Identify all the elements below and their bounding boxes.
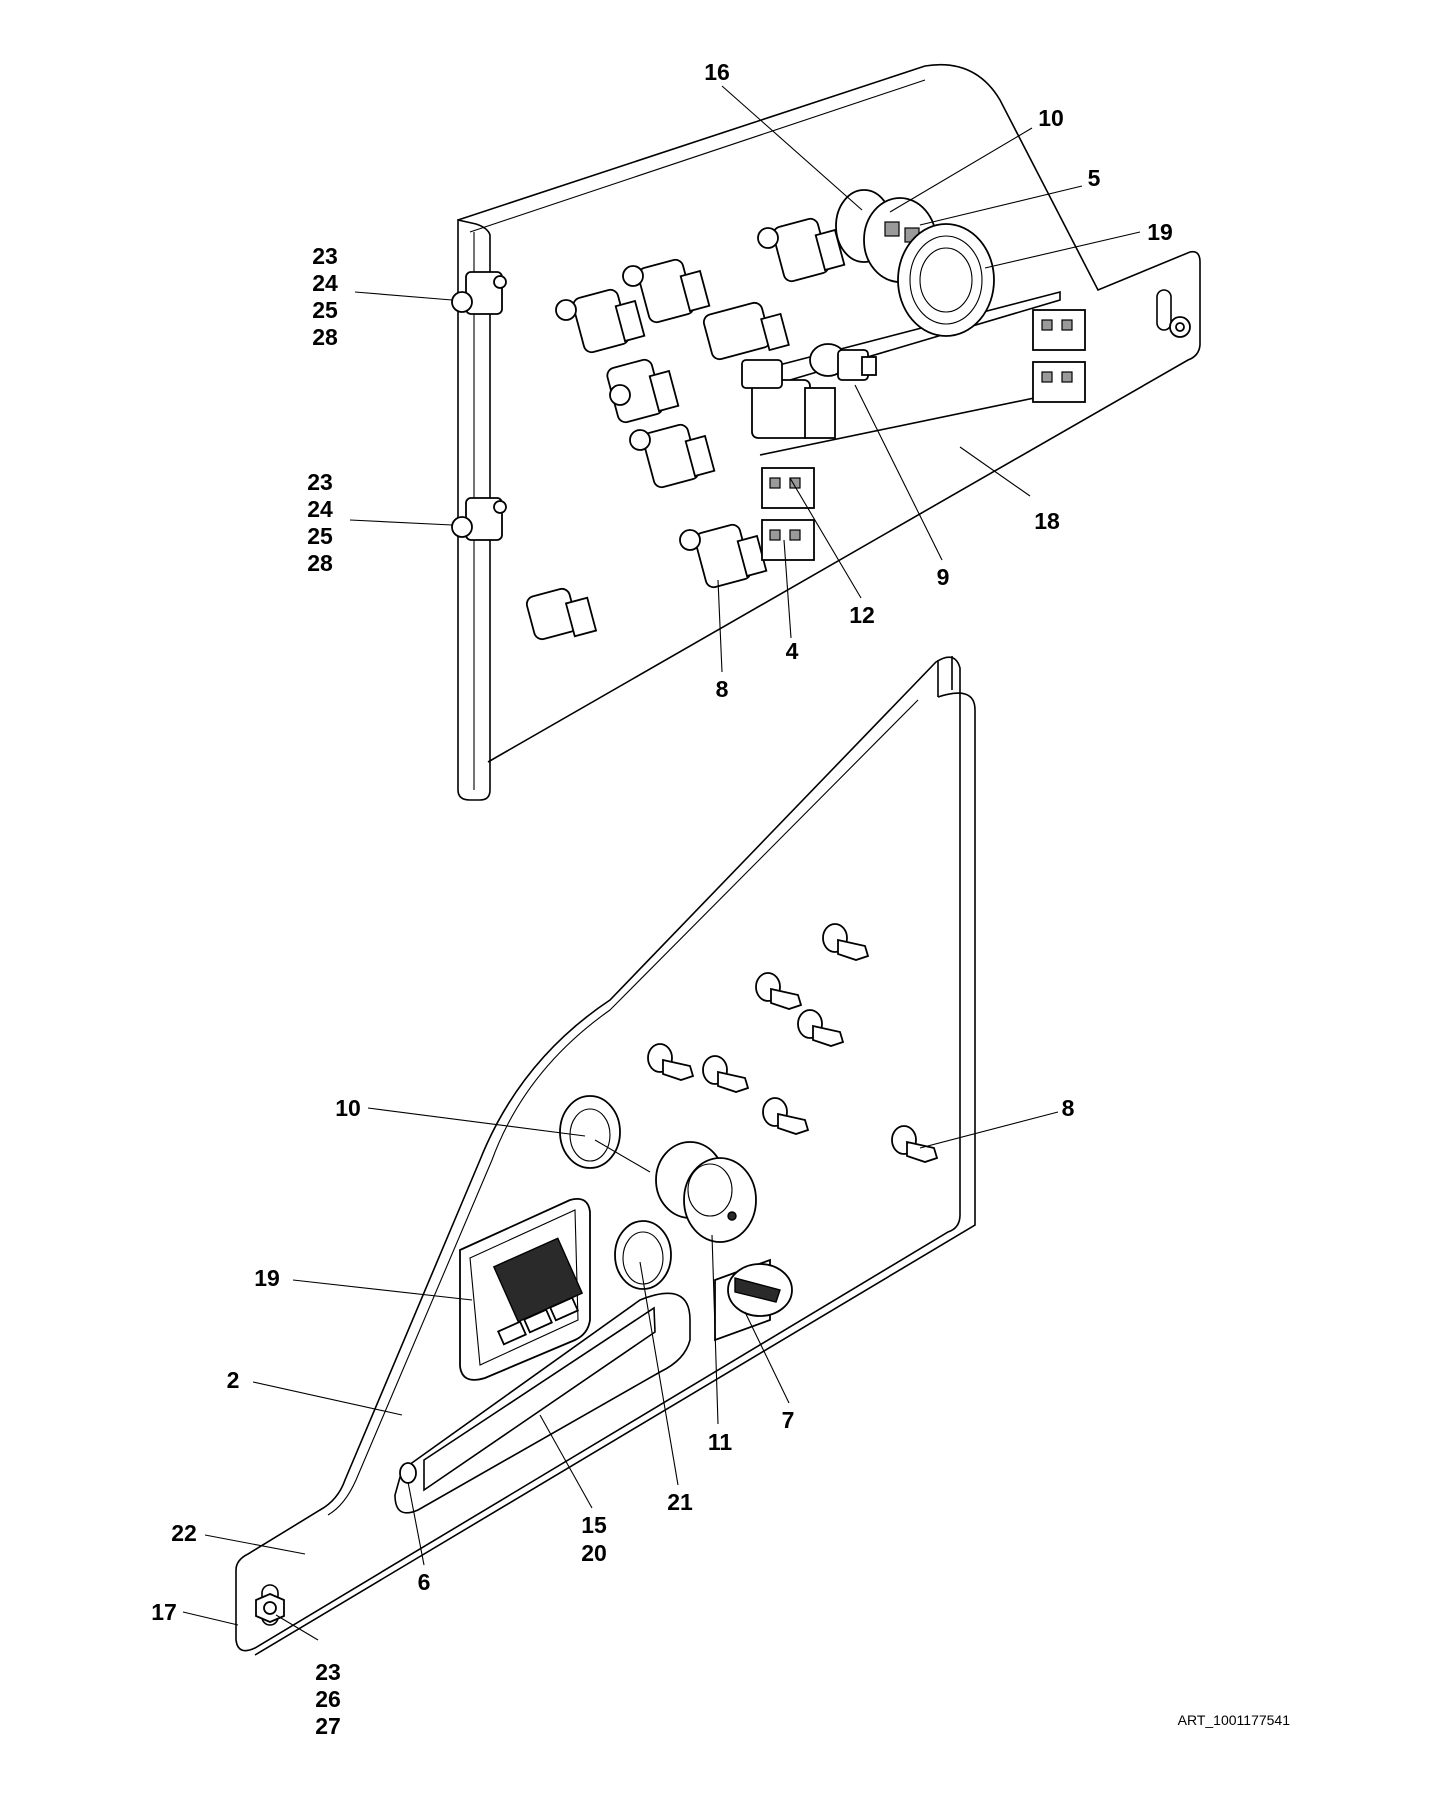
- emergency-stop-button: [655, 1141, 757, 1243]
- callout-2: 2: [227, 1367, 240, 1393]
- lower-left-slot-fastener: [255, 1584, 285, 1626]
- callout-26: 26: [315, 1686, 341, 1712]
- rocker-switch: [622, 258, 711, 324]
- callout-21: 21: [667, 1489, 693, 1515]
- callout-4: 4: [786, 638, 799, 664]
- toggle-switch: [797, 1009, 845, 1047]
- callout-8: 8: [716, 676, 729, 702]
- callout-12: 12: [849, 602, 875, 628]
- bezel-ring: [559, 1095, 651, 1173]
- selector-switch: [714, 1258, 793, 1342]
- callout-24: 24: [312, 270, 338, 296]
- callout-19: 19: [254, 1265, 280, 1291]
- upper-right-slot-fastener: [1156, 289, 1191, 338]
- callout-9: 9: [937, 564, 950, 590]
- callout-25: 25: [312, 297, 338, 323]
- callout-23: 23: [315, 1659, 341, 1685]
- rocker-switch: [702, 301, 790, 361]
- callout-20: 20: [581, 1540, 607, 1566]
- label-plate: [394, 1292, 691, 1514]
- connector-block: [761, 467, 815, 561]
- toggle-switch: [762, 1097, 810, 1135]
- key-switch: [809, 343, 877, 381]
- callout-11: 11: [708, 1429, 733, 1455]
- callout-5: 5: [1088, 165, 1101, 191]
- callout-17: 17: [151, 1599, 177, 1625]
- callout-16: 16: [704, 59, 730, 85]
- callout-23: 23: [307, 469, 333, 495]
- callout-6: 6: [418, 1569, 431, 1595]
- display-module: [459, 1197, 591, 1381]
- toggle-switch: [755, 972, 803, 1010]
- art-reference: ART_1001177541: [1178, 1712, 1291, 1728]
- rocker-switch: [525, 587, 598, 641]
- lower-panel: 10 8 19 2 7 11 21 15 20 22 17 6 23 26 27: [151, 656, 1075, 1739]
- lower-fastener-clip: [451, 497, 507, 541]
- callout-25: 25: [307, 523, 333, 549]
- rocker-switch: [606, 358, 680, 424]
- callout-18: 18: [1034, 508, 1060, 534]
- upper-fastener-clip: [451, 271, 507, 315]
- callout-22: 22: [171, 1520, 197, 1546]
- gauge-assembly: [835, 189, 995, 337]
- upper-leader-lines: [349, 85, 1141, 673]
- callout-27: 27: [315, 1713, 341, 1739]
- toggle-switch: [822, 923, 870, 961]
- callout-8: 8: [1062, 1095, 1075, 1121]
- toggle-switch: [702, 1055, 750, 1093]
- toggle-switch: [647, 1043, 695, 1081]
- callout-15: 15: [581, 1512, 607, 1538]
- callout-23: 23: [312, 243, 338, 269]
- callout-24: 24: [307, 496, 333, 522]
- callout-19: 19: [1147, 219, 1173, 245]
- gasket-ring: [614, 1220, 672, 1290]
- rocker-switch: [679, 523, 768, 589]
- rocker-switch: [629, 423, 716, 489]
- upper-panel: 16 10 5 19 23 24 25 28 23 24 25 28 18 9 …: [307, 59, 1201, 801]
- rocker-switch: [757, 217, 846, 283]
- callout-28: 28: [312, 324, 338, 350]
- rocker-switch: [555, 288, 646, 354]
- connector-block: [1032, 309, 1086, 403]
- callout-10: 10: [1038, 105, 1064, 131]
- callout-7: 7: [782, 1407, 795, 1433]
- toggle-switch: [891, 1125, 939, 1163]
- callout-10: 10: [335, 1095, 361, 1121]
- callout-28: 28: [307, 550, 333, 576]
- lower-leader-lines: [182, 1107, 1059, 1641]
- switch-block: [741, 359, 836, 439]
